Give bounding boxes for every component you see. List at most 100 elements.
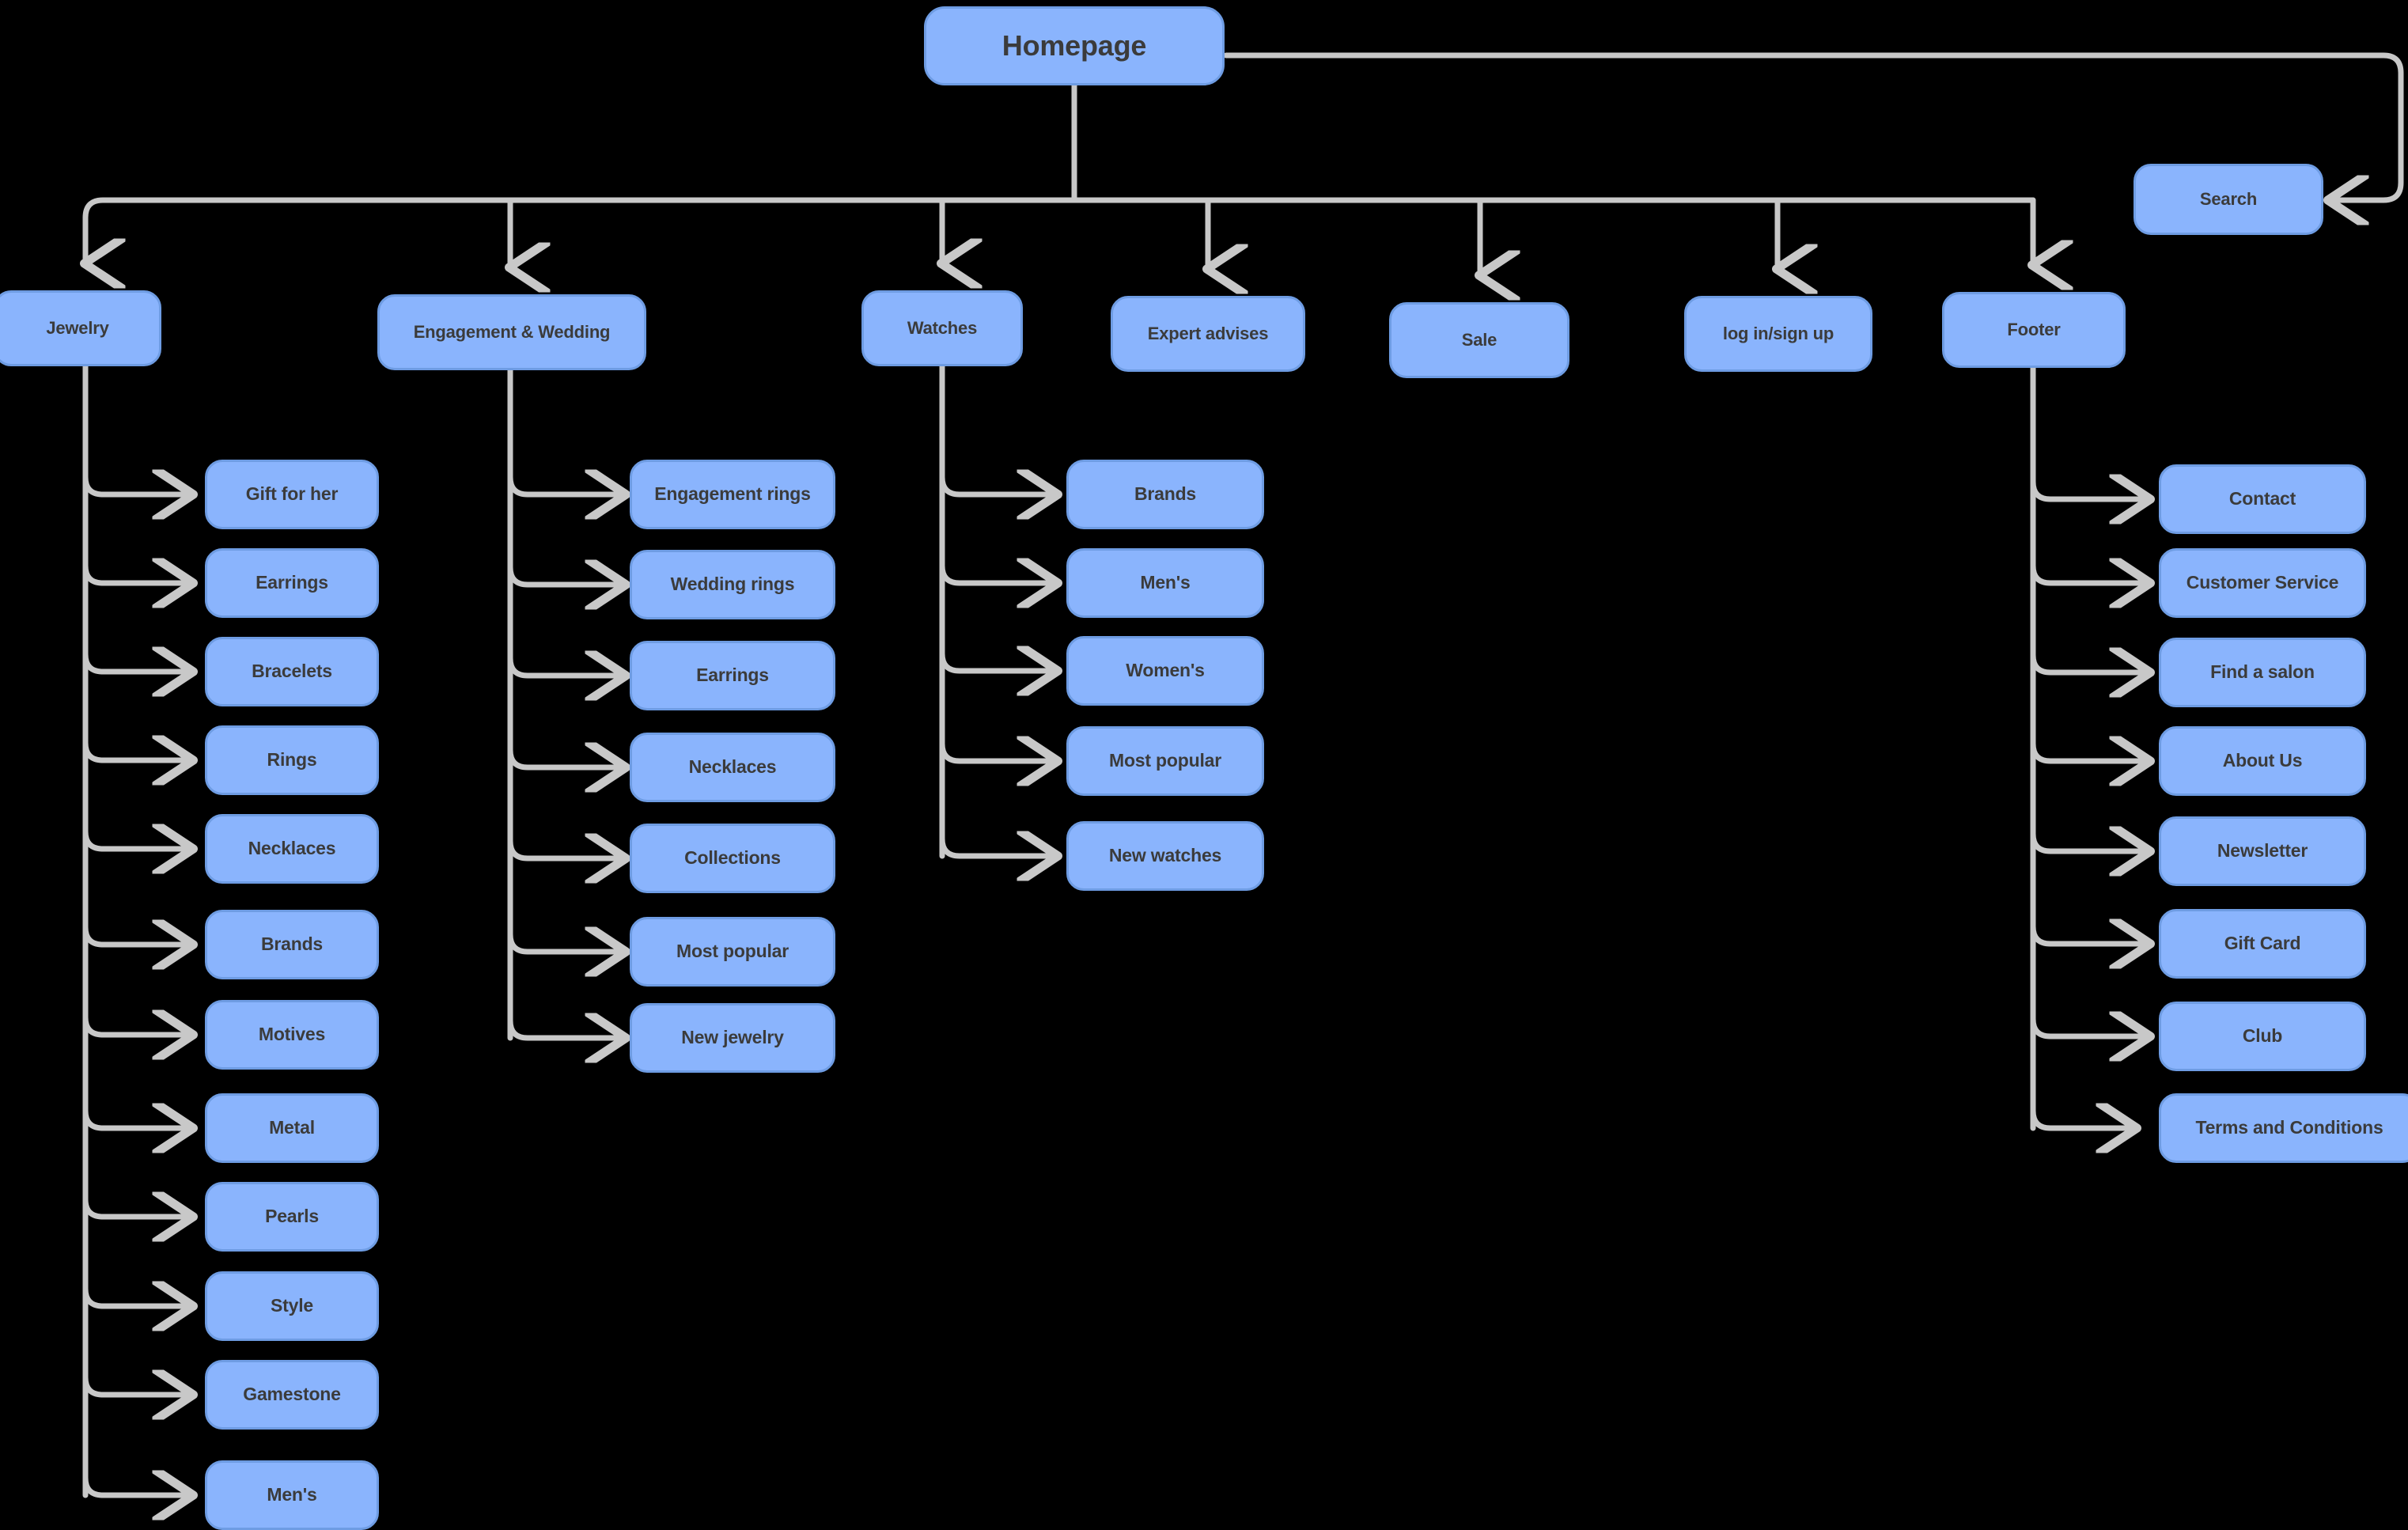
node-homepage[interactable]: Homepage [924,6,1225,85]
node-label: Customer Service [2186,572,2339,593]
node-jewelry-child[interactable]: Rings [205,725,379,795]
node-label: Terms and Conditions [2195,1117,2383,1138]
wire-footer-3 [2030,655,2149,672]
node-jewelry-child[interactable]: Motives [205,1000,379,1070]
node-footer-child[interactable]: Contact [2159,464,2366,534]
node-footer-child[interactable]: Terms and Conditions [2159,1093,2408,1163]
node-engagement-child[interactable]: Necklaces [630,733,835,802]
node-watches-child[interactable]: Women's [1066,636,1264,706]
node-jewelry-child[interactable]: Gift for her [205,460,379,529]
node-expert-advises-label: Expert advises [1147,323,1269,343]
node-footer-child[interactable]: Customer Service [2159,548,2366,618]
node-label: Club [2242,1025,2283,1047]
node-watches-label: Watches [907,317,978,338]
node-label: Earrings [696,665,769,686]
wire-eng-1 [507,477,625,494]
node-watches-child[interactable]: Most popular [1066,726,1264,796]
wire-eng-6 [507,934,625,952]
node-jewelry-child[interactable]: Style [205,1271,379,1341]
node-footer-label: Footer [2007,319,2061,339]
wire-eng-3 [507,658,625,676]
wire-jewelry-3 [82,654,192,672]
node-expert-advises[interactable]: Expert advises [1111,296,1305,372]
wire-jewelry-10 [82,1289,192,1306]
wire-jewelry-9 [82,1199,192,1217]
node-jewelry-label: Jewelry [46,317,109,338]
wire-watch-4 [939,744,1057,761]
node-homepage-label: Homepage [1001,29,1147,62]
node-label: Pearls [265,1206,319,1227]
node-label: Motives [258,1024,326,1045]
wire-jewelry-1 [82,477,192,494]
wire-eng-4 [507,750,625,767]
node-label: Brands [1134,483,1197,505]
node-search[interactable]: Search [2134,164,2323,235]
node-jewelry-child[interactable]: Earrings [205,548,379,618]
wire-footer-1 [2030,482,2149,499]
node-label: About Us [2222,750,2303,771]
node-label: Newsletter [2217,840,2308,862]
wire-bus [82,197,2036,221]
wire-jewelry-11 [82,1377,192,1395]
node-jewelry-child[interactable]: Men's [205,1460,379,1530]
node-watches[interactable]: Watches [861,290,1023,366]
wire-footer-2 [2030,566,2149,583]
node-watches-child[interactable]: Brands [1066,460,1264,529]
wire-watch-1 [939,477,1057,494]
node-engagement-child[interactable]: Engagement rings [630,460,835,529]
node-label: New jewelry [681,1027,784,1048]
node-watches-child[interactable]: New watches [1066,821,1264,891]
node-jewelry[interactable]: Jewelry [0,290,161,366]
wire-watch-3 [939,653,1057,671]
node-engagement-child[interactable]: Wedding rings [630,550,835,619]
node-watches-child[interactable]: Men's [1066,548,1264,618]
node-footer-child[interactable]: Club [2159,1002,2366,1071]
node-label: Most popular [676,941,789,962]
node-sale-label: Sale [1461,329,1497,350]
wire-jewelry-7 [82,1017,192,1035]
node-label: Gamestone [243,1384,341,1405]
node-label: Find a salon [2210,661,2315,683]
wire-jewelry-4 [82,743,192,760]
node-label: Earrings [256,572,328,593]
wire-jewelry-6 [82,927,192,945]
node-log-in-sign-up[interactable]: log in/sign up [1684,296,1872,372]
node-jewelry-child[interactable]: Gamestone [205,1360,379,1430]
node-engagement-child[interactable]: Collections [630,824,835,893]
wire-eng-2 [507,567,625,585]
node-jewelry-child[interactable]: Metal [205,1093,379,1163]
node-log-in-sign-up-label: log in/sign up [1722,323,1834,343]
node-jewelry-child[interactable]: Bracelets [205,637,379,706]
wire-footer-5 [2030,834,2149,851]
node-label: Collections [684,847,781,869]
node-engagement-child[interactable]: Earrings [630,641,835,710]
node-jewelry-child[interactable]: Brands [205,910,379,979]
node-engagement-wedding[interactable]: Engagement & Wedding [377,294,646,370]
wire-jewelry-8 [82,1111,192,1128]
node-label: Necklaces [248,838,336,859]
wire-root-to-search [1223,52,2404,200]
node-search-label: Search [2199,188,2258,209]
node-label: Men's [267,1484,317,1505]
node-label: Gift Card [2224,933,2301,954]
node-engagement-child[interactable]: New jewelry [630,1003,835,1073]
node-sale[interactable]: Sale [1389,302,1569,378]
node-label: Women's [1126,660,1205,681]
node-label: Brands [260,934,324,955]
node-engagement-child[interactable]: Most popular [630,917,835,987]
node-jewelry-child[interactable]: Pearls [205,1182,379,1252]
node-label: New watches [1108,845,1222,866]
node-label: Necklaces [688,756,777,778]
wire-eng-5 [507,841,625,858]
node-footer-child[interactable]: About Us [2159,726,2366,796]
wire-footer-8 [2030,1111,2136,1128]
node-footer-child[interactable]: Newsletter [2159,816,2366,886]
node-footer[interactable]: Footer [1942,292,2126,368]
node-footer-child[interactable]: Gift Card [2159,909,2366,979]
node-label: Bracelets [252,661,332,682]
node-footer-child[interactable]: Find a salon [2159,638,2366,707]
node-label: Style [271,1295,313,1316]
node-jewelry-child[interactable]: Necklaces [205,814,379,884]
